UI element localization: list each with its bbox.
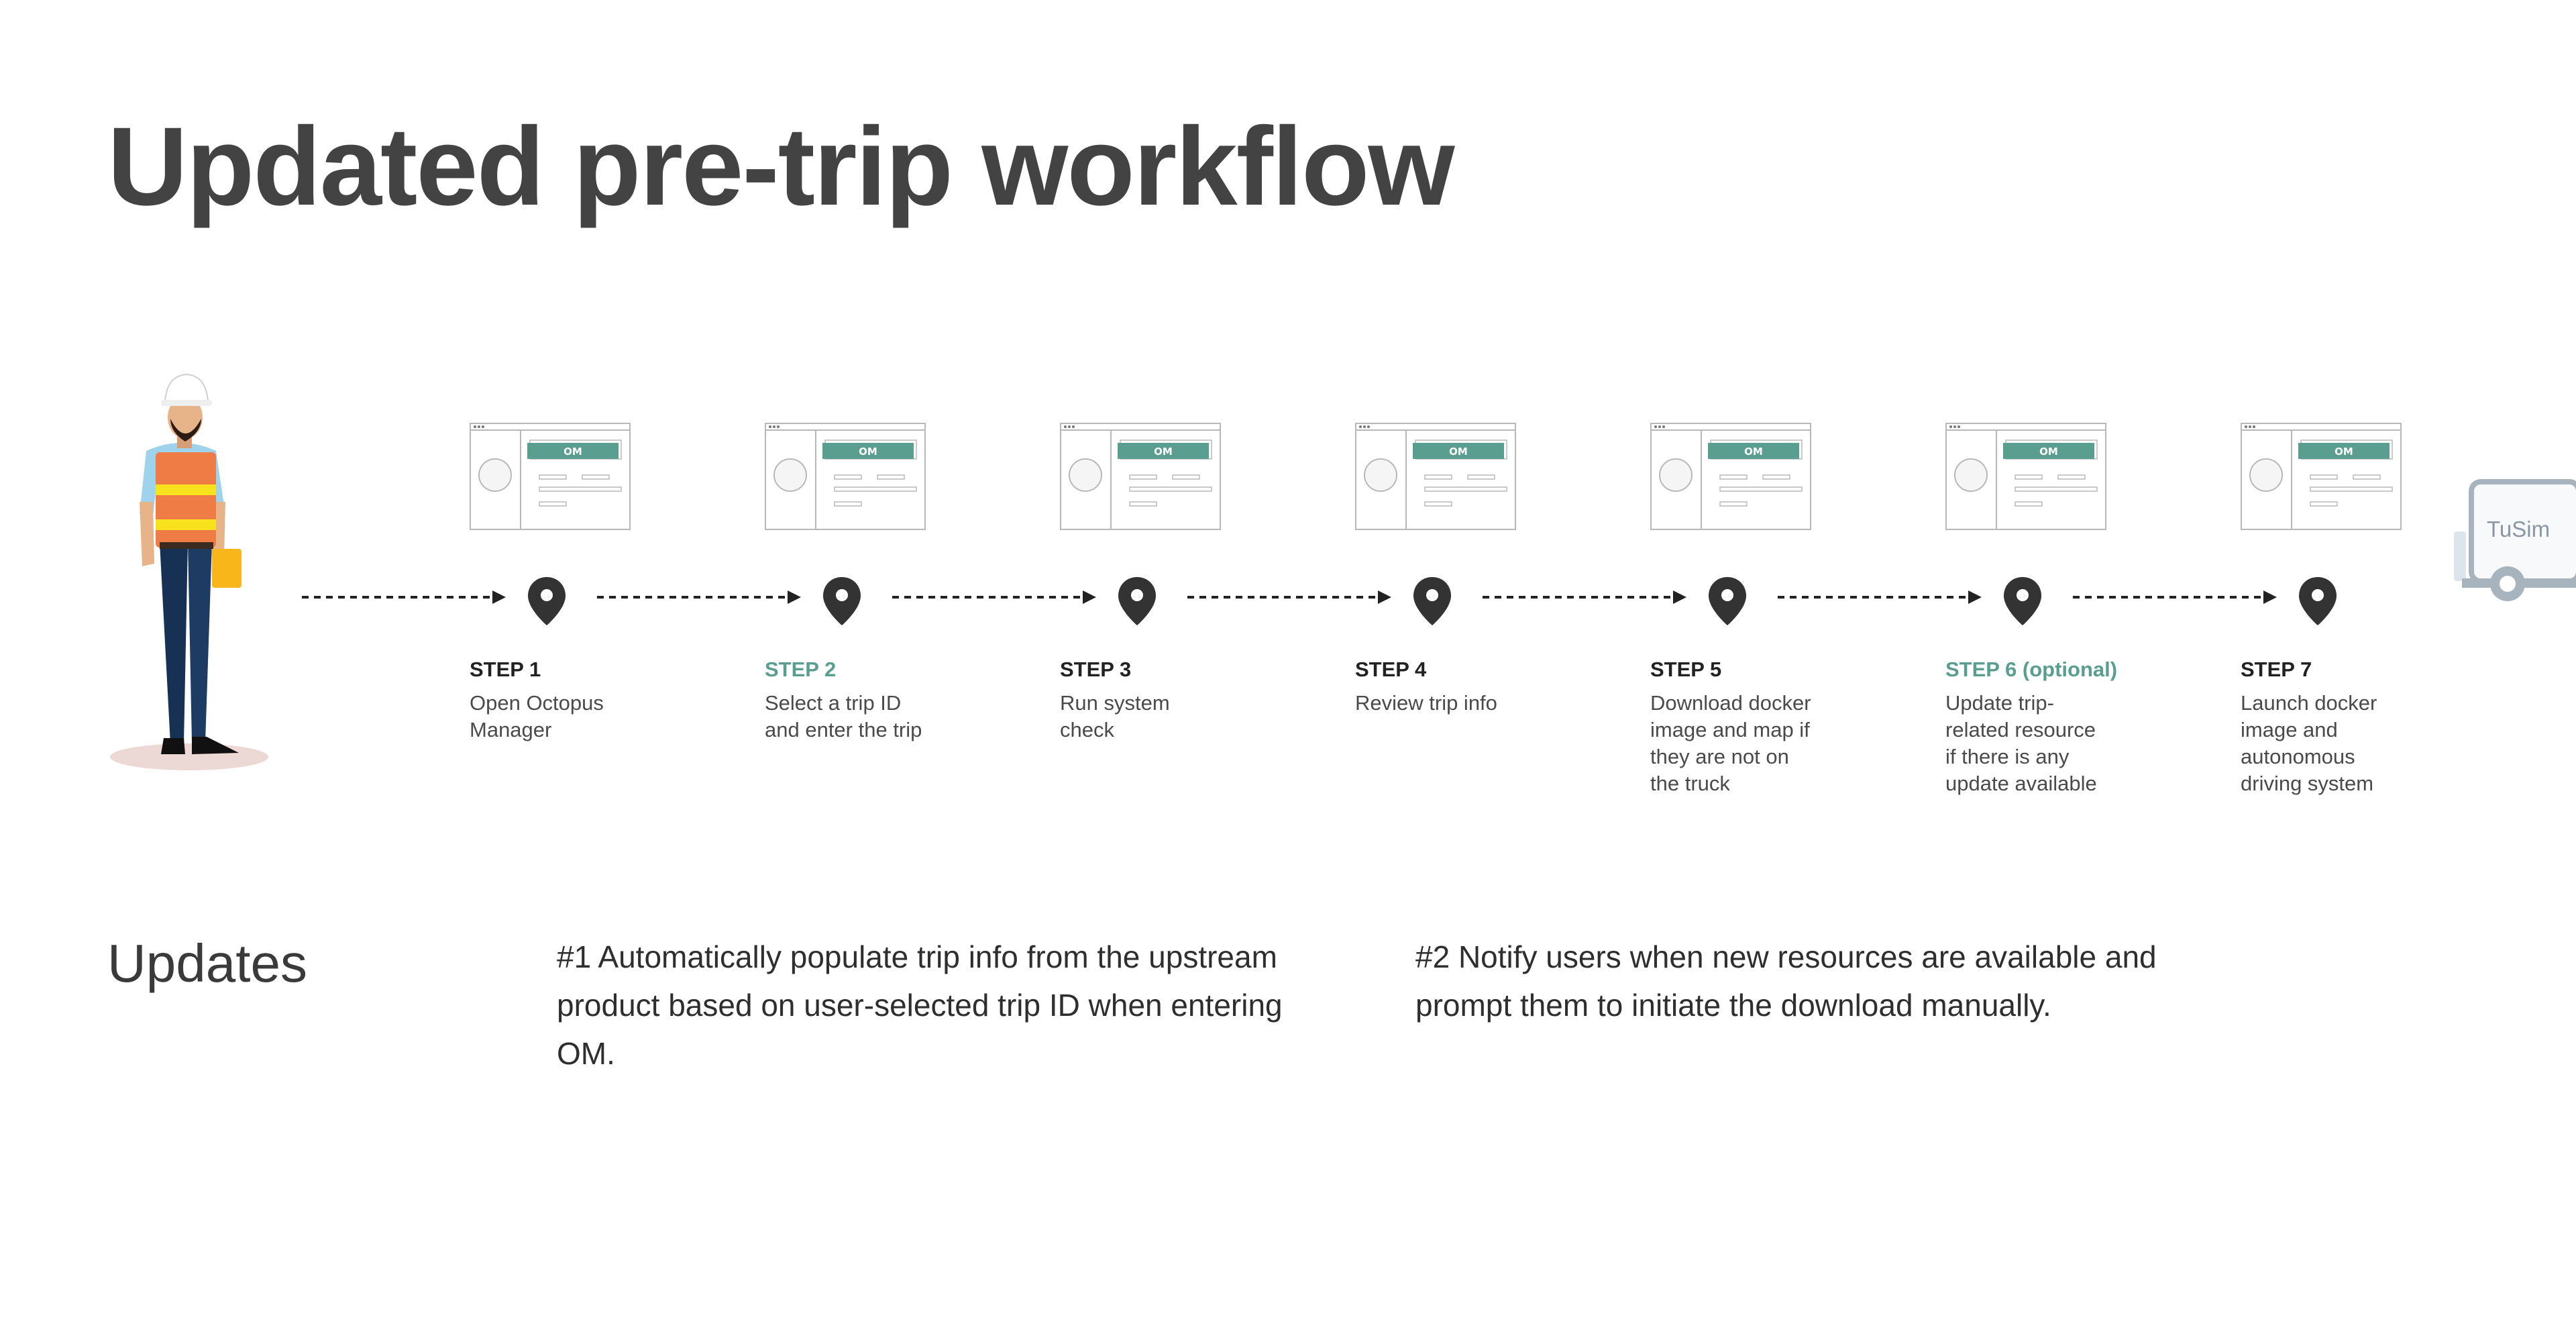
vest-stripe-bottom bbox=[156, 519, 216, 530]
arrow-connector bbox=[302, 590, 506, 604]
location-pin-icon bbox=[528, 577, 566, 625]
arrowhead-icon bbox=[492, 590, 506, 604]
worker-vest bbox=[156, 452, 216, 548]
location-pin-icon bbox=[1118, 577, 1156, 625]
om-window-label: OM bbox=[1449, 446, 1468, 458]
location-pin-icon bbox=[2004, 577, 2041, 625]
step-number: STEP 4 bbox=[1355, 658, 1427, 681]
update-item-2: #2 Notify users when new resources are a… bbox=[1415, 939, 2157, 1023]
worker-leg-left bbox=[160, 542, 188, 743]
truck-label: TuSim bbox=[2487, 517, 2550, 541]
om-window-icon: OM bbox=[470, 423, 631, 530]
arrowhead-icon bbox=[1673, 590, 1686, 604]
worker-arm-left bbox=[140, 502, 154, 566]
worker-leg-right bbox=[188, 542, 212, 742]
worker-head bbox=[168, 396, 203, 439]
step-description: Run system check bbox=[1060, 691, 1170, 741]
om-window-icon: OM bbox=[1355, 423, 1516, 530]
step-number: STEP 6 (optional) bbox=[1945, 658, 2118, 681]
om-window-icon: OM bbox=[1650, 423, 1811, 530]
om-window-label: OM bbox=[1744, 446, 1763, 458]
step-description: Download docker image and map if they ar… bbox=[1650, 691, 1811, 795]
updates-heading: Updates bbox=[107, 933, 307, 993]
worker-illustration bbox=[110, 373, 268, 770]
arrowhead-icon bbox=[1083, 590, 1096, 604]
om-window-label: OM bbox=[1154, 446, 1173, 458]
update-item-1: #1 Automatically populate trip info from… bbox=[557, 939, 1283, 1071]
location-pin-icon bbox=[1413, 577, 1451, 625]
om-window-label: OM bbox=[2334, 446, 2353, 458]
step-number: STEP 2 bbox=[765, 658, 837, 681]
om-window-label: OM bbox=[2039, 446, 2058, 458]
arrow-connector bbox=[1483, 590, 1686, 604]
arrow-connector bbox=[1187, 590, 1391, 604]
worker-beard bbox=[170, 419, 201, 442]
location-pin-icon bbox=[2299, 577, 2337, 625]
location-pin-icon bbox=[1709, 577, 1746, 625]
om-window-label: OM bbox=[564, 446, 582, 458]
worker-shadow bbox=[110, 743, 268, 770]
om-window-icon: OM bbox=[1945, 423, 2106, 530]
om-window-icon: OM bbox=[1060, 423, 1221, 530]
step-number: STEP 5 bbox=[1650, 658, 1722, 681]
location-pin-icon bbox=[823, 577, 861, 625]
vest-stripe-top bbox=[156, 484, 216, 495]
worker-shoe-right bbox=[192, 737, 239, 754]
hard-hat bbox=[164, 373, 209, 403]
om-window-icon: OM bbox=[2241, 423, 2402, 530]
step-number: STEP 3 bbox=[1060, 658, 1132, 681]
arrow-connector bbox=[1778, 590, 1982, 604]
worker-shoe-left bbox=[161, 738, 185, 754]
truck-icon: TuSim bbox=[2454, 479, 2576, 601]
hard-hat-brim bbox=[161, 400, 212, 406]
step-description: Update trip-related resource if there is… bbox=[1945, 691, 2097, 795]
worker-clipboard bbox=[212, 549, 241, 588]
step-description: Select a trip ID and enter the trip bbox=[765, 691, 922, 741]
arrowhead-icon bbox=[2263, 590, 2277, 604]
arrowhead-icon bbox=[1378, 590, 1391, 604]
om-window-icon: OM bbox=[765, 423, 926, 530]
arrowhead-icon bbox=[1968, 590, 1982, 604]
step-description: Launch docker image and autonomous drivi… bbox=[2241, 691, 2377, 795]
page-title: Updated pre-trip workflow bbox=[107, 105, 1455, 229]
step-number: STEP 1 bbox=[470, 658, 541, 681]
worker-belt bbox=[160, 542, 213, 549]
arrow-connector bbox=[597, 590, 801, 604]
arrow-connector bbox=[2073, 590, 2277, 604]
step-description: Review trip info bbox=[1355, 691, 1497, 715]
om-window-label: OM bbox=[859, 446, 877, 458]
arrowhead-icon bbox=[788, 590, 801, 604]
arrow-connector bbox=[892, 590, 1096, 604]
step-description: Open Octopus Manager bbox=[470, 691, 604, 741]
step-number: STEP 7 bbox=[2241, 658, 2312, 681]
